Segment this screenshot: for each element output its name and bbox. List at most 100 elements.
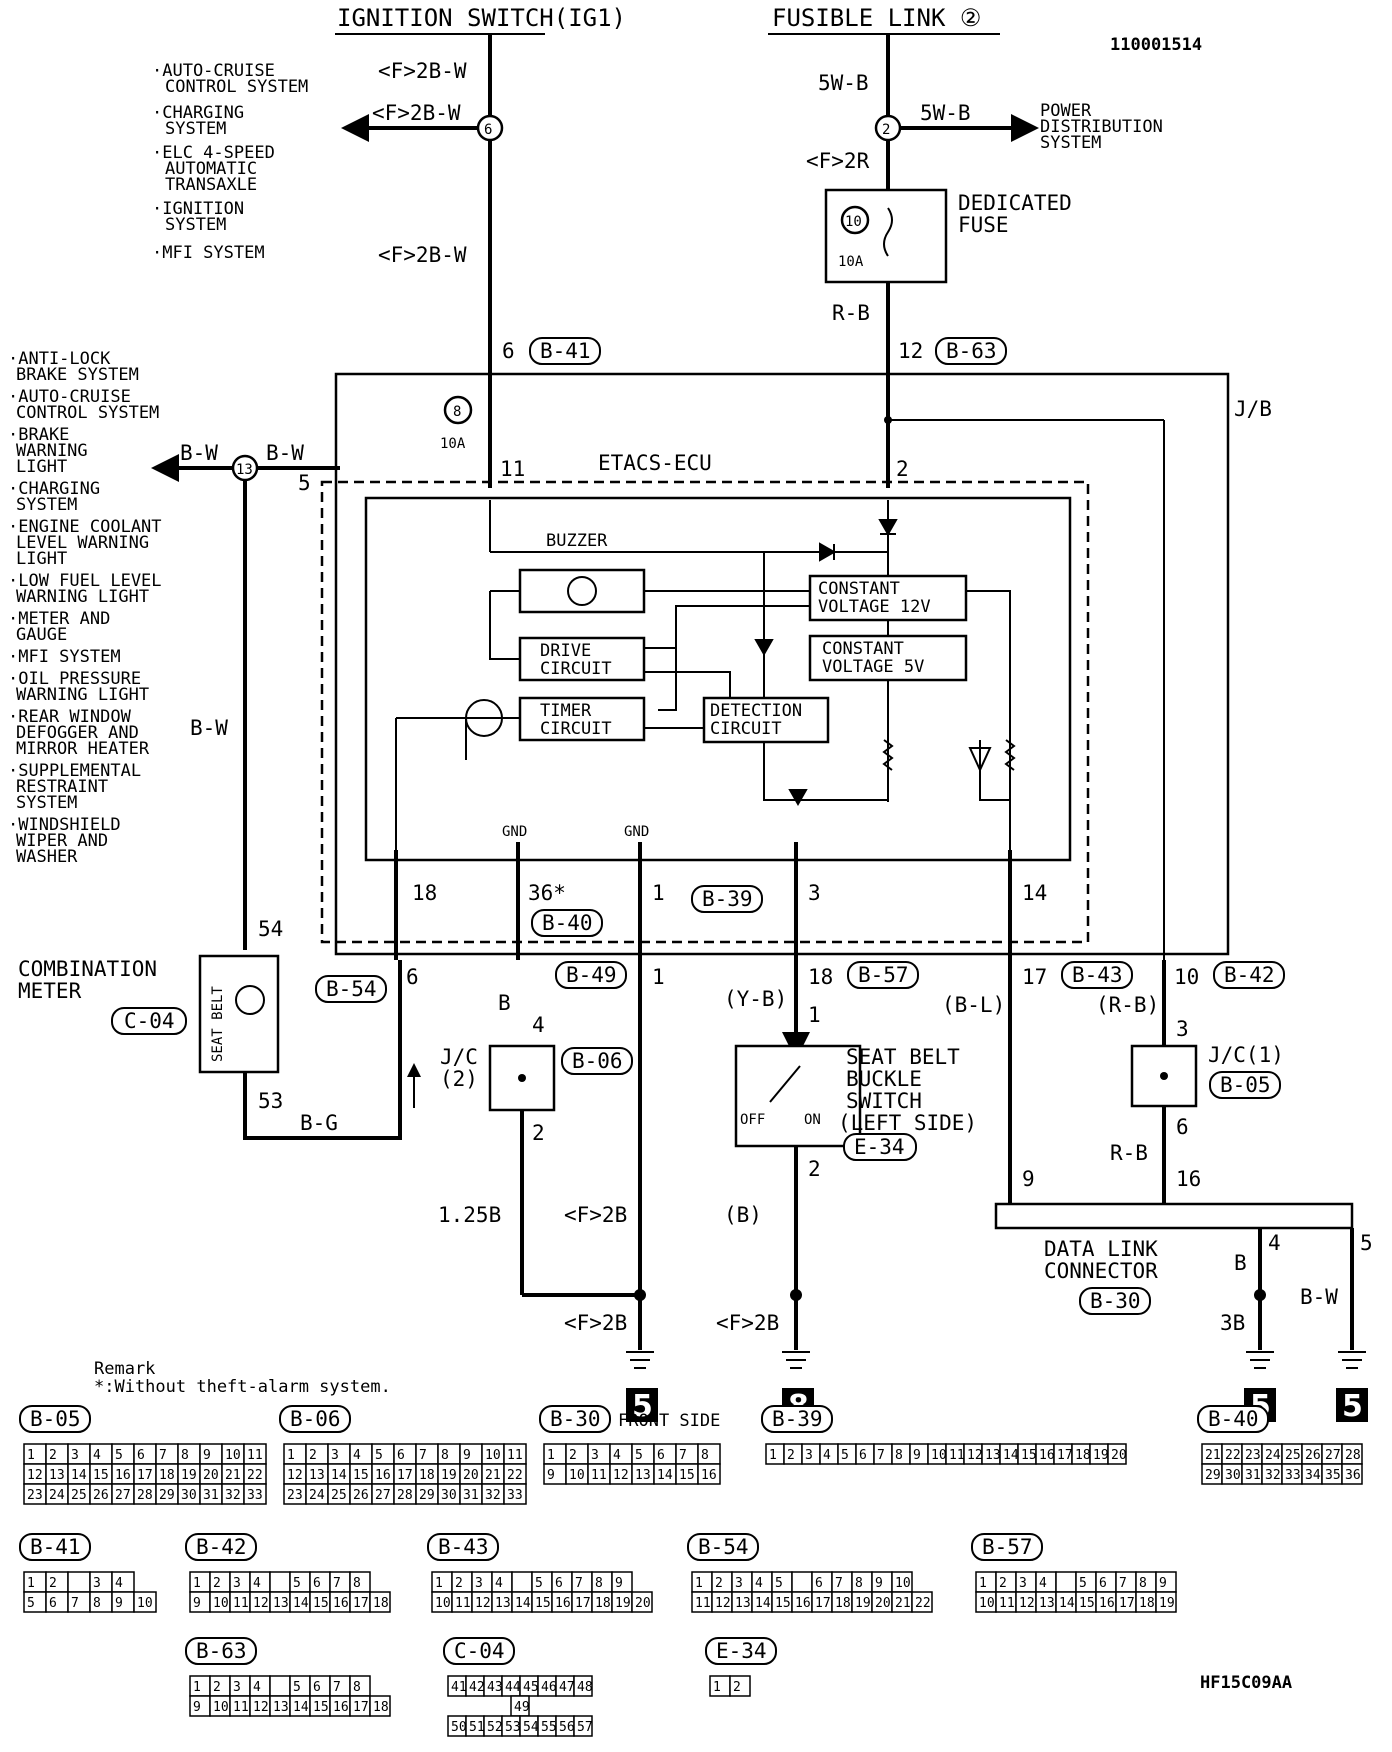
cv12-line: VOLTAGE 12V — [818, 597, 931, 617]
output-diode — [788, 789, 808, 807]
connector-pin-number: 4 — [93, 1448, 101, 1463]
pin-17: 17 — [1022, 965, 1047, 989]
connector-pin-number: 2 — [213, 1680, 221, 1695]
connector-pin-number: 20 — [635, 1596, 651, 1611]
connector-pin: 1 — [431, 1571, 453, 1593]
fuse-8-badge — [443, 395, 473, 425]
connector-pin: 14 — [1055, 1591, 1077, 1613]
connector-pin: 3 — [327, 1443, 351, 1465]
wire-bw-dlc: B-W — [1300, 1285, 1338, 1309]
connector-pin: 19 — [1089, 1443, 1109, 1465]
ref-b42-label: B-42 — [1224, 963, 1275, 987]
pin-54: 54 — [258, 917, 283, 941]
connector-label-badge: B-06 — [279, 1405, 351, 1433]
connector-pin: 35 — [1321, 1463, 1343, 1485]
connector-label-badge: B-54 — [687, 1533, 759, 1561]
connector-pin-number: 8 — [895, 1448, 903, 1463]
connector-pin-number: 13 — [1039, 1596, 1055, 1611]
connector-pin-number: 17 — [1119, 1596, 1135, 1611]
connector-pin: 6 — [811, 1571, 833, 1593]
connector-pin: 17 — [349, 1695, 371, 1717]
connector-pin-number: 11 — [591, 1468, 607, 1483]
power-dist-line: SYSTEM — [1040, 133, 1101, 153]
pin-3-jc1: 3 — [1176, 1017, 1189, 1041]
connector-pin-number: 33 — [1285, 1468, 1301, 1483]
detect-line: CIRCUIT — [710, 719, 782, 739]
connector-pin: 16 — [329, 1695, 351, 1717]
connector-pin-number: 13 — [49, 1468, 65, 1483]
connector-pin: 1 — [709, 1675, 731, 1697]
timer-line: TIMER — [540, 701, 592, 721]
connector-pin-number: 12 — [287, 1468, 303, 1483]
connector-pin-number: 2 — [787, 1448, 795, 1463]
connector-pin-number: 4 — [755, 1576, 763, 1591]
connector-pin-number: 35 — [1325, 1468, 1341, 1483]
connector-pin-number: 14 — [755, 1596, 771, 1611]
connector-pin: 11 — [243, 1443, 267, 1465]
pin-6: 6 — [502, 339, 515, 363]
left-system-line: RESTRAINT — [16, 777, 108, 797]
ref-b43-label: B-43 — [1072, 963, 1123, 987]
connector-pin-number: 6 — [815, 1576, 823, 1591]
connector-pin-number: 2 — [569, 1448, 577, 1463]
connector-pin-number: 12 — [253, 1700, 269, 1715]
connector-pin-number: 15 — [679, 1468, 695, 1483]
connector-pin — [791, 1571, 813, 1593]
connector-pin: 14 — [653, 1463, 677, 1485]
connector-pin: 14 — [289, 1591, 311, 1613]
connector-pin-number: 9 — [547, 1468, 555, 1483]
seat-belt-text: SEAT BELT — [210, 986, 226, 1062]
connector-pin-number: 15 — [93, 1468, 109, 1483]
connector-pin-number: 21 — [1205, 1448, 1221, 1463]
connector-pin: 17 — [1115, 1591, 1137, 1613]
buzzer-icon — [567, 576, 597, 606]
connector-pin-number: 24 — [49, 1488, 65, 1503]
connector-pin-number: 26 — [1305, 1448, 1321, 1463]
connector-pin: 13 — [305, 1463, 329, 1485]
connector-pin-number: 4 — [115, 1576, 123, 1591]
connector-pin: 23 — [23, 1483, 47, 1505]
connector-pin: 22 — [503, 1463, 527, 1485]
connector-pin: 15 — [309, 1591, 331, 1613]
ref-b57-label: B-57 — [858, 963, 909, 987]
connector-pin-number: 16 — [1039, 1448, 1055, 1463]
connector-pin-number: 28 — [137, 1488, 153, 1503]
connector-pin-number: 10 — [931, 1448, 947, 1463]
connector-pin-number: 19 — [855, 1596, 871, 1611]
connector-pin: 12 — [249, 1695, 271, 1717]
connector-pin: 14 — [327, 1463, 351, 1485]
connector-pin-number: 36 — [1345, 1468, 1361, 1483]
wire-f2bw-2: <F>2B-W — [372, 101, 461, 125]
connector-pin-number: 17 — [575, 1596, 591, 1611]
connector-pin: 12 — [609, 1463, 633, 1485]
connector-pin: 20 — [199, 1463, 223, 1485]
connector-pin-number: 16 — [555, 1596, 571, 1611]
connector-pin-number: 45 — [523, 1680, 539, 1695]
seat-belt-warning-icon — [235, 985, 265, 1015]
connector-pin: 15 — [531, 1591, 553, 1613]
connector-pin: 23 — [1241, 1443, 1263, 1465]
connector-pin-number: 10 — [213, 1700, 229, 1715]
cv12-line: CONSTANT — [818, 579, 900, 599]
connector-pin: 6 — [393, 1443, 417, 1465]
connector-pin-number: 9 — [615, 1576, 623, 1591]
connector-pin-number: 56 — [559, 1720, 575, 1735]
connector-pin-number: 8 — [353, 1576, 361, 1591]
connector-pin: 5 — [289, 1571, 311, 1593]
connector-pin: 36 — [1341, 1463, 1363, 1485]
ig-system-line: ·IGNITION — [152, 199, 244, 219]
connector-pin: 14 — [289, 1695, 311, 1717]
connector-label: B-43 — [438, 1535, 489, 1559]
connector-pin: 27 — [1321, 1443, 1343, 1465]
drive-line: CIRCUIT — [540, 659, 612, 679]
connector-pin: 17 — [349, 1591, 371, 1613]
left-system-line: SYSTEM — [16, 495, 77, 515]
connector-pin — [269, 1675, 291, 1697]
connector-pin-number: 21 — [225, 1468, 241, 1483]
